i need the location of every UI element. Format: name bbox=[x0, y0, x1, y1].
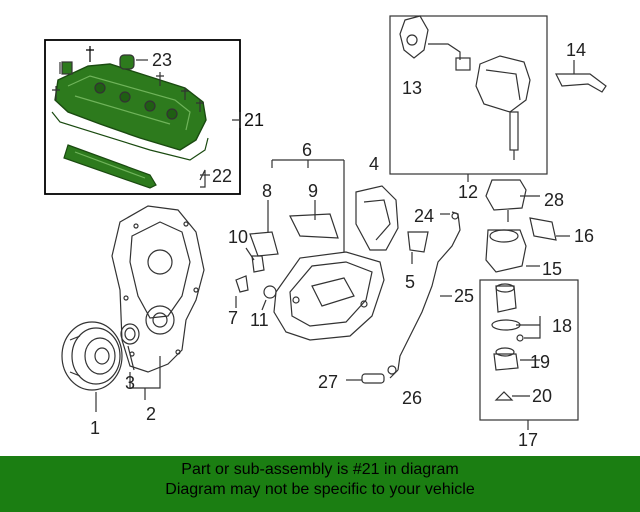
callout-8: 8 bbox=[262, 181, 272, 201]
callout-3: 3 bbox=[125, 373, 135, 393]
callout-6: 6 bbox=[302, 140, 312, 160]
callout-5: 5 bbox=[405, 272, 415, 292]
callout-16: 16 bbox=[574, 226, 594, 246]
callout-26: 26 bbox=[402, 388, 422, 408]
valve-cover-highlight[interactable] bbox=[51, 54, 209, 189]
callout-21[interactable]: 21 bbox=[244, 110, 264, 130]
callout-2: 2 bbox=[146, 404, 156, 424]
banner-line-1: Part or sub-assembly is #21 in diagram bbox=[181, 461, 459, 478]
box-17[interactable] bbox=[479, 279, 579, 421]
callout-11: 11 bbox=[250, 310, 269, 330]
info-banner: Part or sub-assembly is #21 in diagram D… bbox=[0, 456, 640, 512]
callout-14: 14 bbox=[566, 40, 586, 60]
callout-18: 18 bbox=[552, 316, 572, 336]
callout-23: 23 bbox=[152, 50, 172, 70]
engine-parts-diagram: 1 2 3 4 5 6 7 8 9 10 11 12 13 14 15 16 1… bbox=[44, 15, 607, 450]
crankshaft-pulley bbox=[61, 321, 123, 391]
callout-4: 4 bbox=[369, 154, 379, 174]
callout-7: 7 bbox=[228, 308, 238, 328]
callout-10: 10 bbox=[228, 227, 248, 247]
callout-27: 27 bbox=[318, 372, 338, 392]
callout-25: 25 bbox=[454, 286, 474, 306]
callout-20: 20 bbox=[532, 386, 552, 406]
callout-22: 22 bbox=[212, 166, 232, 186]
callout-13: 13 bbox=[402, 78, 422, 98]
callout-28: 28 bbox=[544, 190, 564, 210]
oil-pan bbox=[273, 251, 385, 341]
callout-12: 12 bbox=[458, 182, 478, 202]
banner-line-2: Diagram may not be specific to your vehi… bbox=[165, 481, 475, 498]
callout-1: 1 bbox=[90, 418, 100, 438]
timing-cover bbox=[111, 205, 205, 373]
callout-9: 9 bbox=[308, 181, 318, 201]
callout-17: 17 bbox=[518, 430, 538, 450]
callout-24: 24 bbox=[414, 206, 434, 226]
callout-19: 19 bbox=[530, 352, 550, 372]
callout-15: 15 bbox=[542, 259, 562, 279]
